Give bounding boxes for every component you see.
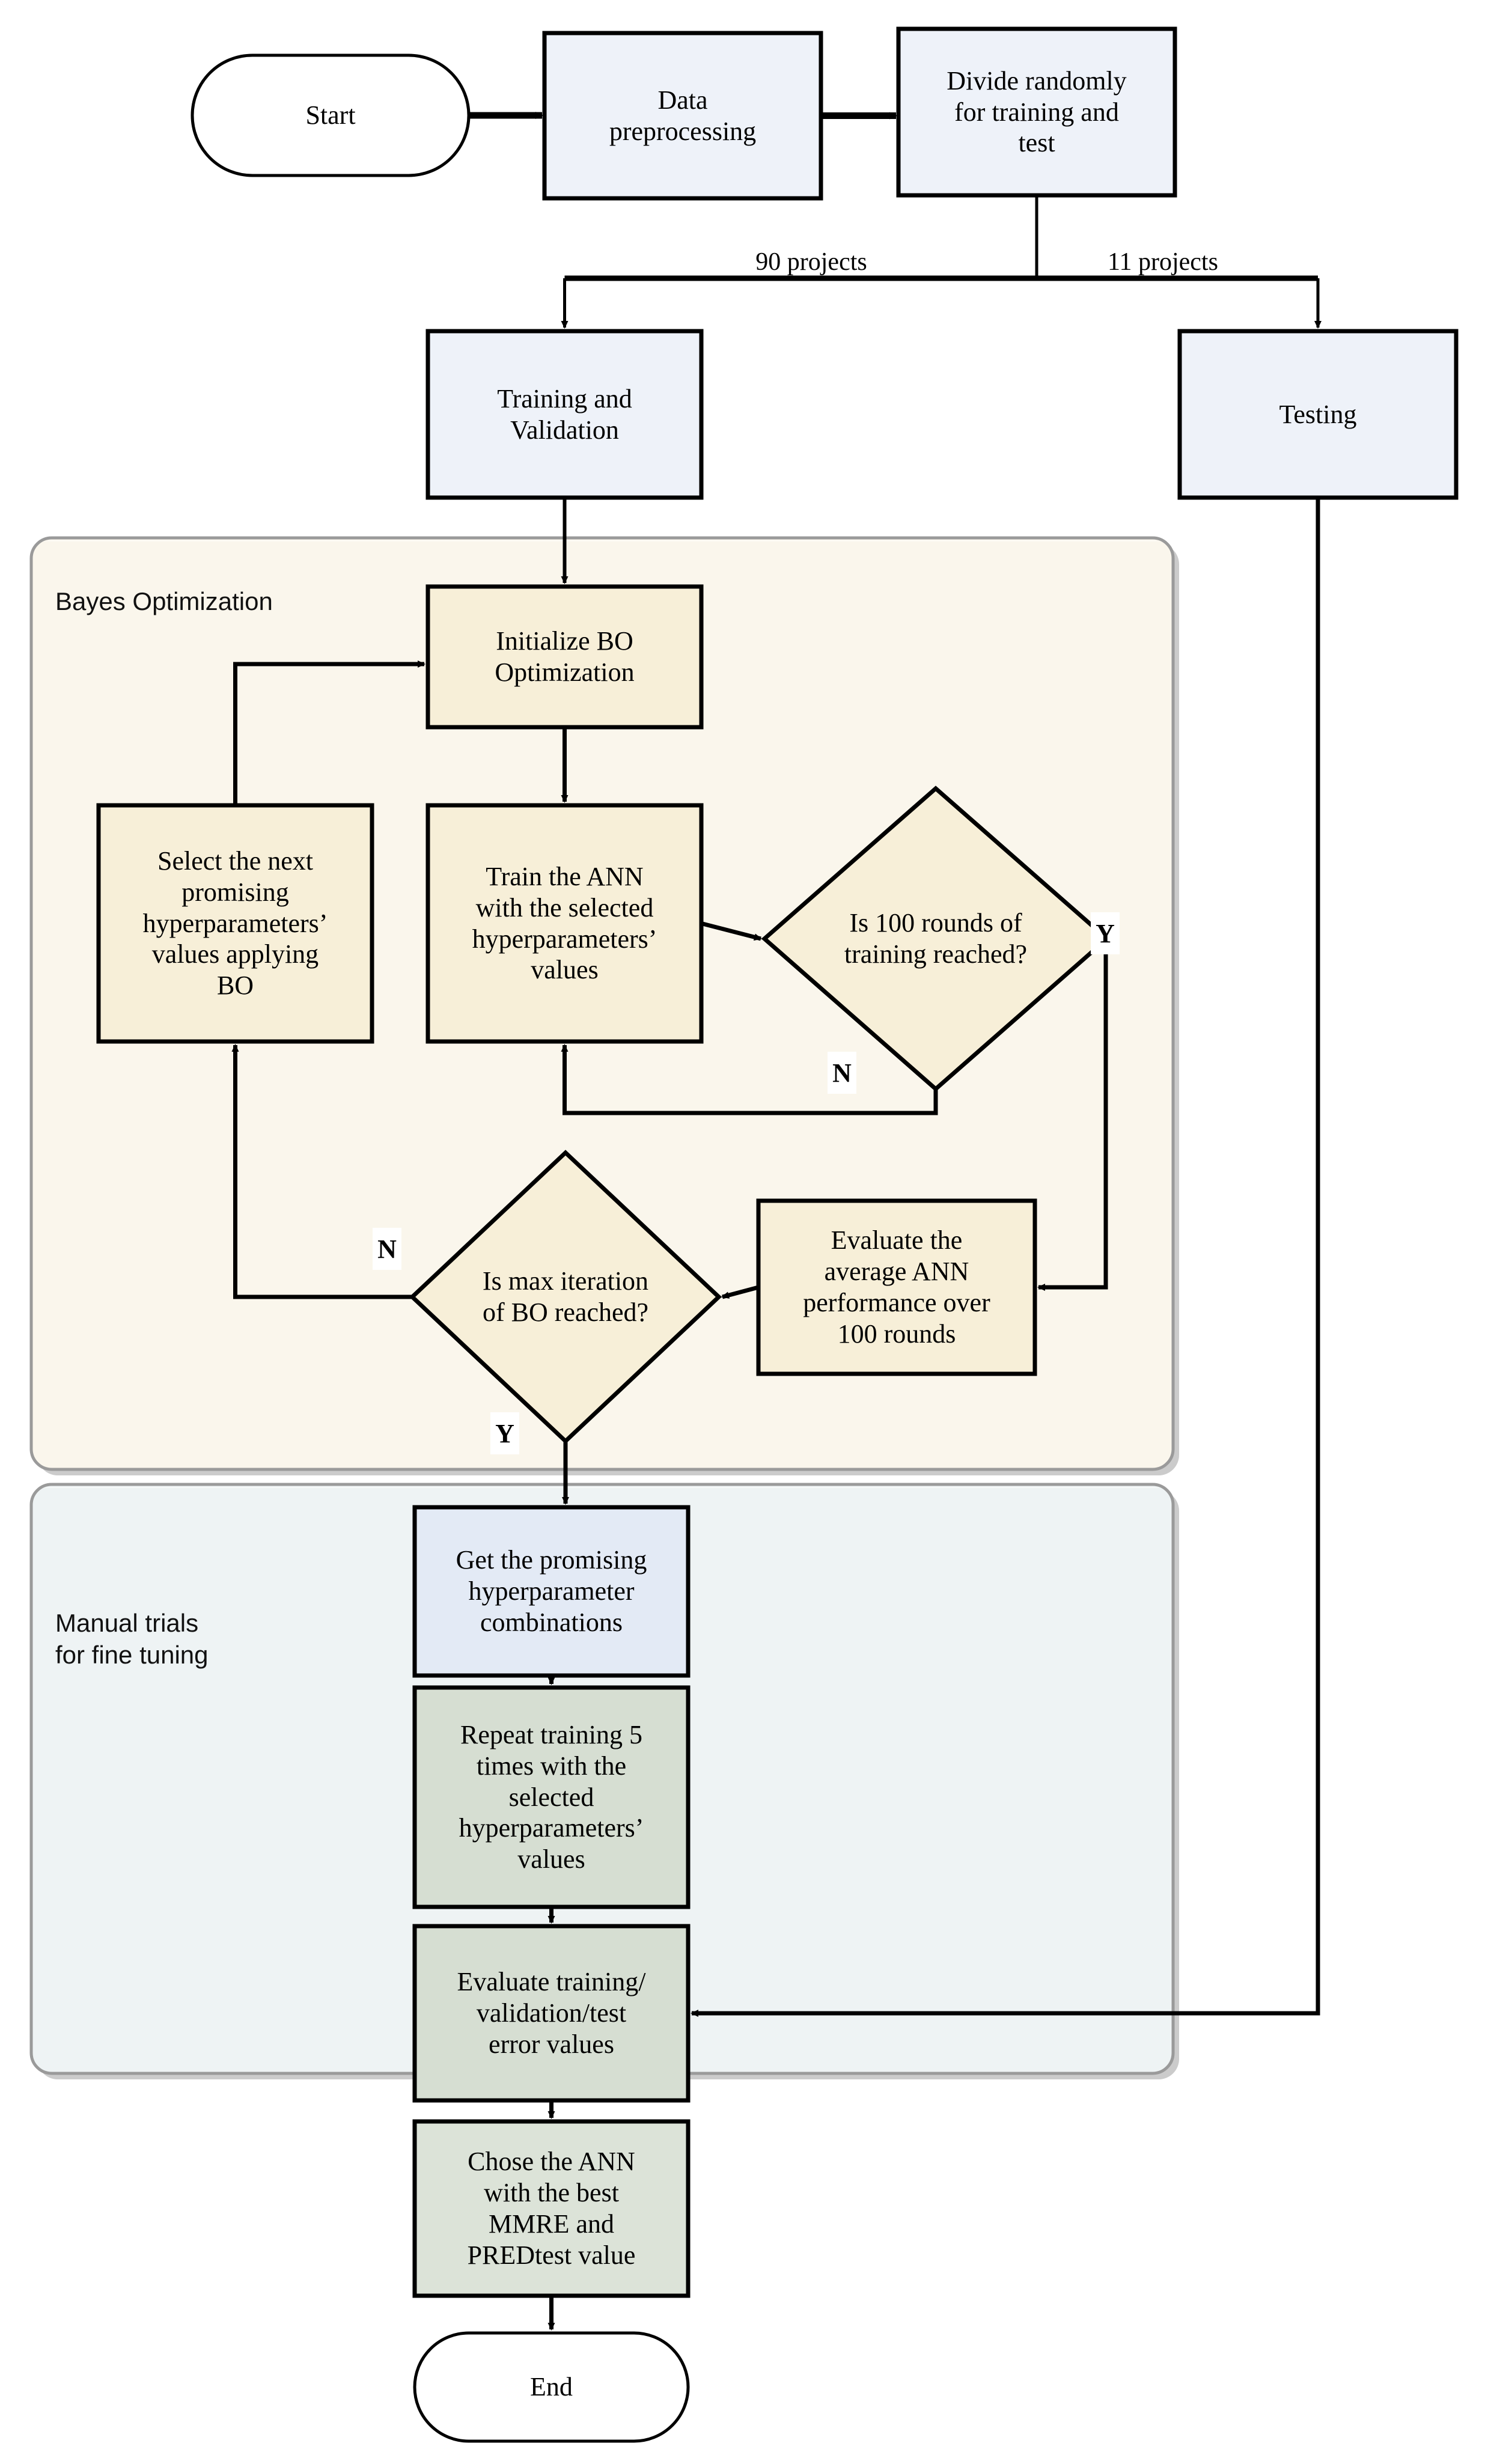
node-gethyper [412, 1505, 691, 1678]
node-dmaxit [409, 1150, 722, 1444]
edge-label-lbl11: 11 projects [1108, 248, 1218, 276]
edge-label-lbl90: 90 projects [755, 248, 867, 276]
node-evalerr [412, 1924, 691, 2103]
node-evalavg [756, 1198, 1037, 1376]
node-start [191, 53, 471, 177]
node-prep [542, 31, 823, 201]
edge-label-nmax: N [373, 1228, 401, 1270]
node-selnext [96, 803, 374, 1044]
node-trainann [425, 803, 704, 1044]
group-label-line-2: for fine tuning [55, 1640, 209, 1669]
edge-testing-to-evaluate-error [691, 498, 1320, 2017]
node-end [413, 2331, 690, 2443]
group-label-manual: Manual trials for fine tuning [55, 1608, 209, 1671]
node-trainval [425, 329, 704, 500]
node-divide [896, 26, 1177, 198]
edge-evaluate-average-to-maxiter-check [721, 1285, 759, 1299]
group-highlight-bayes [34, 540, 1171, 561]
node-initbo [425, 584, 704, 730]
group-label-line-1: Bayes Optimization [55, 587, 273, 615]
group-highlight-manual [34, 1487, 1171, 1507]
edge-label-y100: Y [1091, 912, 1120, 954]
edge-maxiter-no-to-selectnext [231, 1044, 412, 1299]
edge-selectnext-to-initbo [233, 660, 425, 805]
edge-rounds-no-to-trainann [561, 1044, 938, 1115]
edge-trainann-to-rounds-check [701, 921, 762, 941]
edge-label-n100: N [828, 1052, 856, 1094]
node-d100 [761, 785, 1111, 1092]
node-testing [1177, 329, 1459, 500]
group-label-bayes: Bayes Optimization [55, 586, 273, 618]
group-label-line-1: Manual trials [55, 1609, 199, 1637]
node-chose [412, 2119, 691, 2298]
node-repeat5 [412, 1685, 691, 1909]
edge-label-ymax: Y [490, 1412, 519, 1454]
